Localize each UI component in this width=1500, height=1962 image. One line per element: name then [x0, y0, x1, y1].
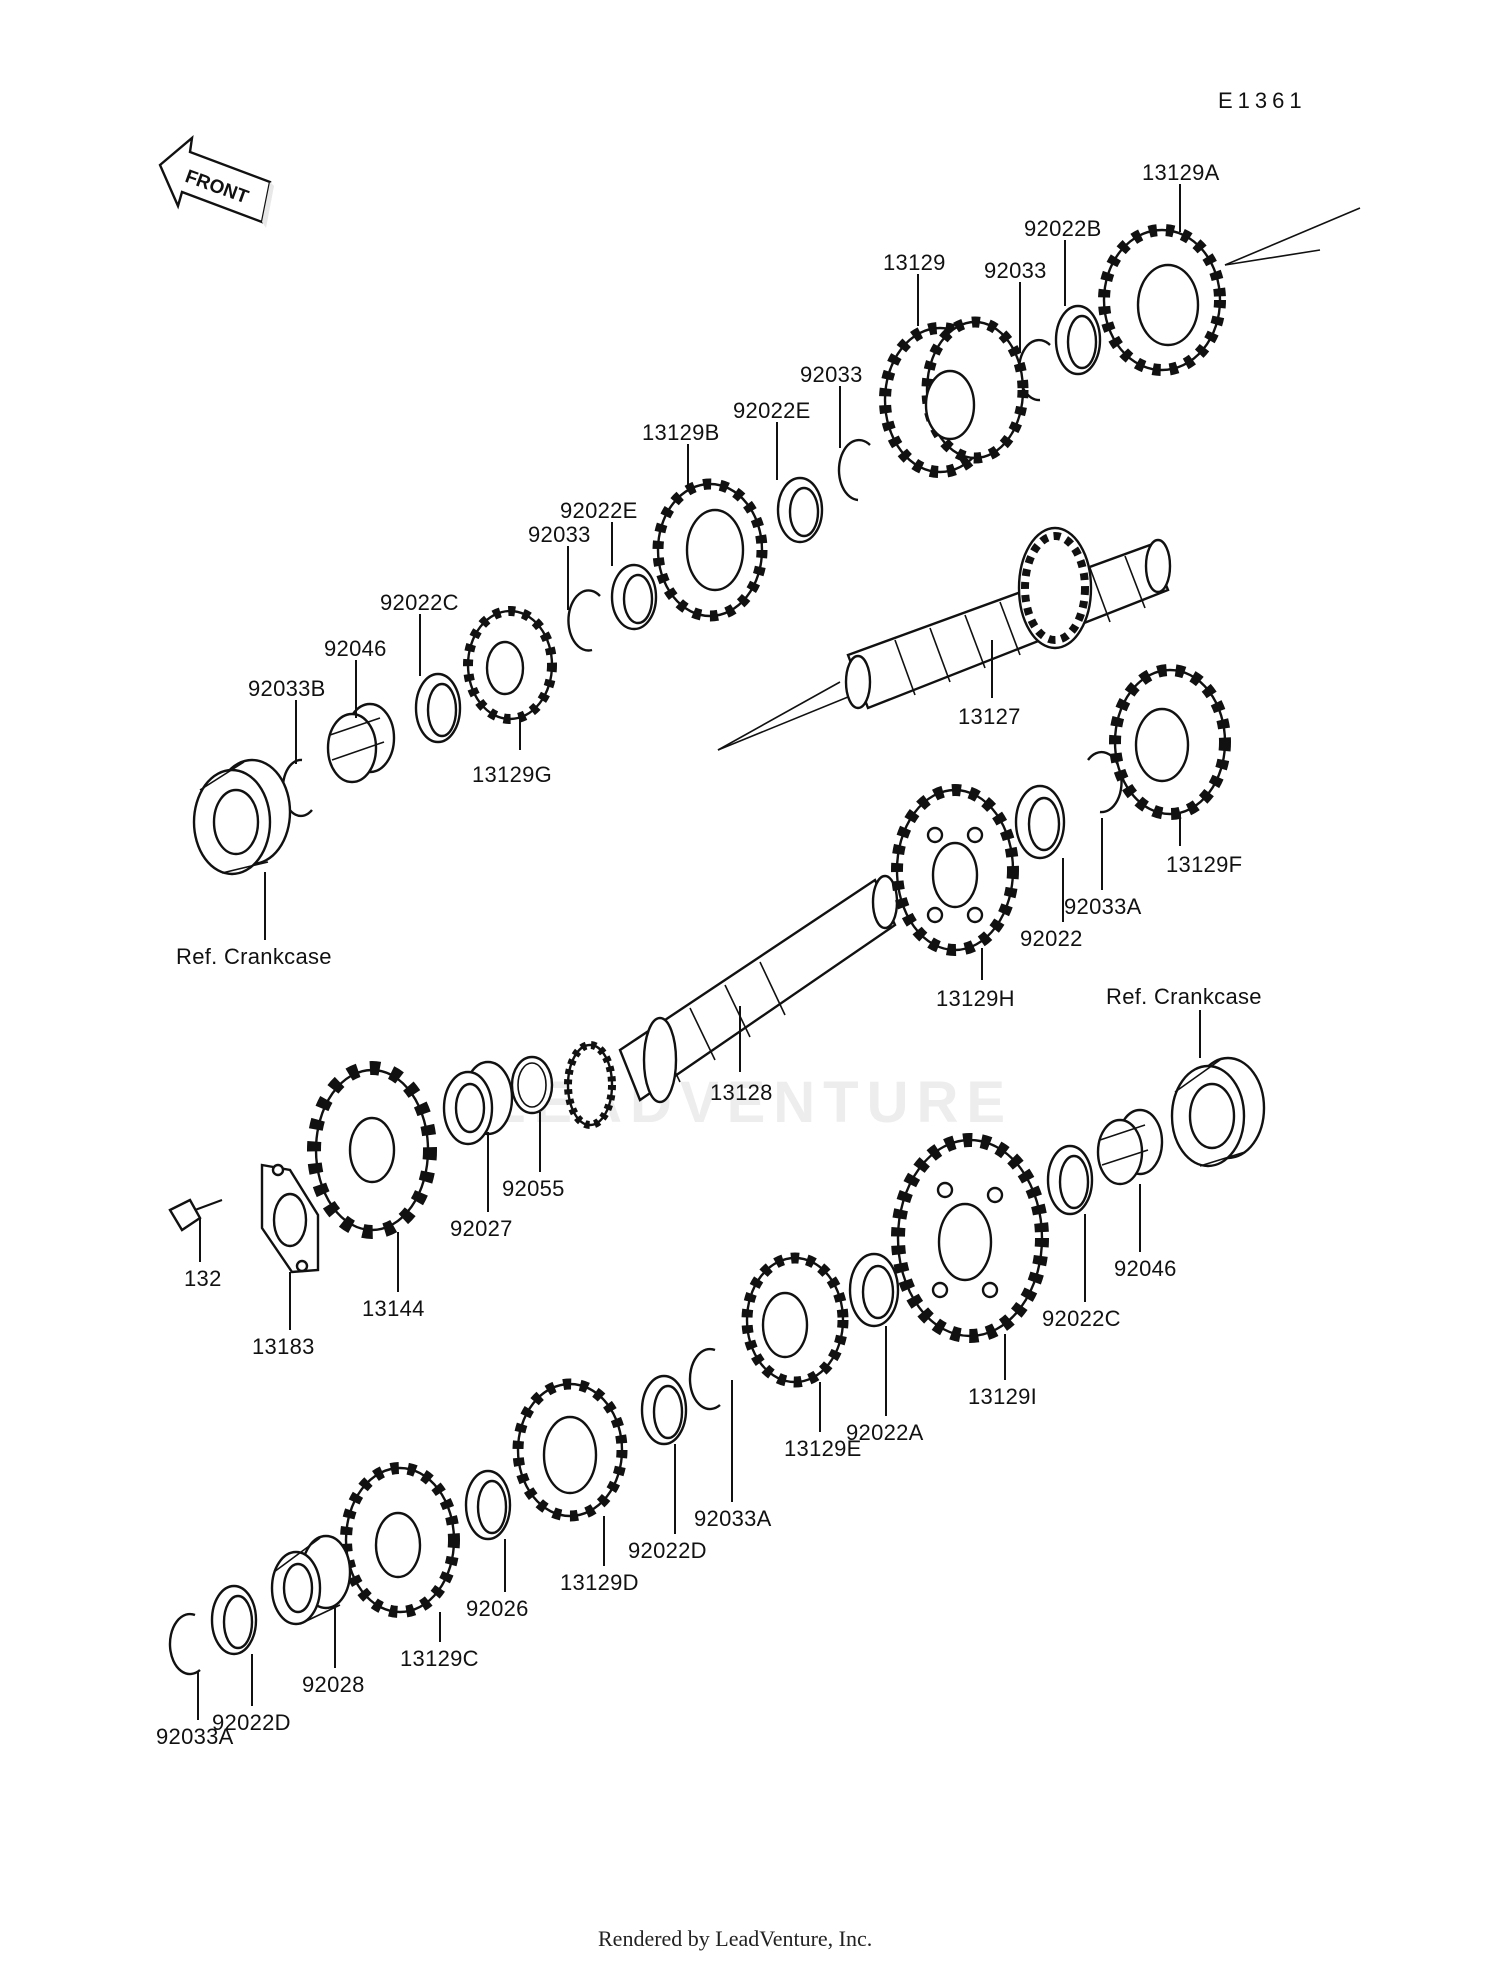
gear-13129F [1109, 664, 1231, 820]
label-92033-left: 92033 [528, 522, 591, 547]
label-13144: 13144 [362, 1296, 425, 1321]
label-92033B: 92033B [248, 676, 326, 701]
o-ring-92055 [510, 1055, 554, 1115]
label-13129C: 13129C [400, 1646, 479, 1671]
bushing-92028 [270, 1534, 352, 1626]
label-92033A-right: 92033A [1064, 894, 1142, 919]
label-13129F: 13129F [1166, 852, 1242, 877]
gear-13129C [340, 1462, 460, 1618]
bearing-ref-crankcase-left [192, 758, 292, 876]
washer-92026 [464, 1469, 512, 1541]
gear-13129D [512, 1378, 628, 1522]
footer-credit: Rendered by LeadVenture, Inc. [598, 1926, 872, 1951]
label-92033A-bottom: 92033A [156, 1724, 234, 1749]
diagram-code: E1361 [1218, 88, 1307, 113]
label-92022C-top: 92022C [380, 590, 459, 615]
gear-13129E [741, 1252, 849, 1388]
circlip-92033-left [567, 589, 601, 652]
washer-92022A [848, 1252, 900, 1328]
gear-13129 [879, 316, 1029, 478]
washer-92022C-bottom [1046, 1144, 1094, 1216]
circlip-92033A-bottom [168, 1612, 201, 1676]
label-92027: 92027 [450, 1216, 513, 1241]
label-92046-top: 92046 [324, 636, 387, 661]
label-92033-mid: 92033 [800, 362, 863, 387]
label-92046-bottom: 92046 [1114, 1256, 1177, 1281]
label-92022A: 92022A [846, 1420, 924, 1445]
washer-92022 [1014, 784, 1066, 860]
label-13129E: 13129E [784, 1436, 862, 1461]
label-92033A-mid: 92033A [694, 1506, 772, 1531]
plate-13183 [260, 1163, 320, 1274]
collar-92027 [442, 1060, 514, 1146]
washer-92022E-b [610, 563, 658, 631]
label-13129H: 13129H [936, 986, 1015, 1011]
label-13129I: 13129I [968, 1384, 1037, 1409]
label-132: 132 [184, 1266, 222, 1291]
washer-92022C-top [414, 672, 462, 744]
label-92055: 92055 [502, 1176, 565, 1201]
label-92022C-bottom: 92022C [1042, 1306, 1121, 1331]
circlip-92033A-mid [688, 1347, 721, 1411]
bearing-ref-crankcase-right [1170, 1056, 1266, 1168]
label-13129G: 13129G [472, 762, 552, 787]
label-13183: 13183 [252, 1334, 315, 1359]
gear-13129A [1098, 224, 1226, 376]
needle-bearing-92046-bottom [1096, 1108, 1164, 1186]
label-13129B: 13129B [642, 420, 720, 445]
label-13128: 13128 [710, 1080, 773, 1105]
label-92026: 92026 [466, 1596, 529, 1621]
label-13127: 13127 [958, 704, 1021, 729]
label-13129D: 13129D [560, 1570, 639, 1595]
circlip-92033-mid [837, 438, 871, 502]
label-92022E-b: 92022E [560, 498, 638, 523]
washer-92022B [1054, 304, 1102, 376]
washer-92022D-mid [640, 1374, 688, 1446]
needle-bearing-92046-top [326, 702, 396, 784]
label-92033-top: 92033 [984, 258, 1047, 283]
label-92022B: 92022B [1024, 216, 1102, 241]
label-92028: 92028 [302, 1672, 365, 1697]
washer-92022E-a [776, 476, 824, 544]
leader-lines [197, 184, 1201, 1720]
washer-92022D-bottom [210, 1584, 258, 1656]
label-92022E-a: 92022E [733, 398, 811, 423]
label-13129: 13129 [883, 250, 946, 275]
gear-13129H [891, 784, 1019, 956]
output-shaft-13128 [564, 874, 899, 1129]
front-arrow-icon: FRONT [158, 135, 274, 228]
gear-13129B [652, 478, 768, 622]
label-92022: 92022 [1020, 926, 1083, 951]
sprocket-13144 [307, 1061, 437, 1239]
input-shaft-13127 [844, 526, 1172, 710]
label-92022D-bottom: 92022D [212, 1710, 291, 1735]
label-ref-crankcase-left: Ref. Crankcase [176, 944, 332, 969]
gear-13129G [463, 606, 557, 724]
part-labels: 13129A 92022B 92033 13129 92033 92022E 1… [156, 160, 1262, 1749]
bolt-132 [168, 1198, 223, 1232]
label-ref-crankcase-right: Ref. Crankcase [1106, 984, 1262, 1009]
label-92022D-mid: 92022D [628, 1538, 707, 1563]
label-13129A: 13129A [1142, 160, 1220, 185]
gear-13129I [891, 1133, 1049, 1343]
